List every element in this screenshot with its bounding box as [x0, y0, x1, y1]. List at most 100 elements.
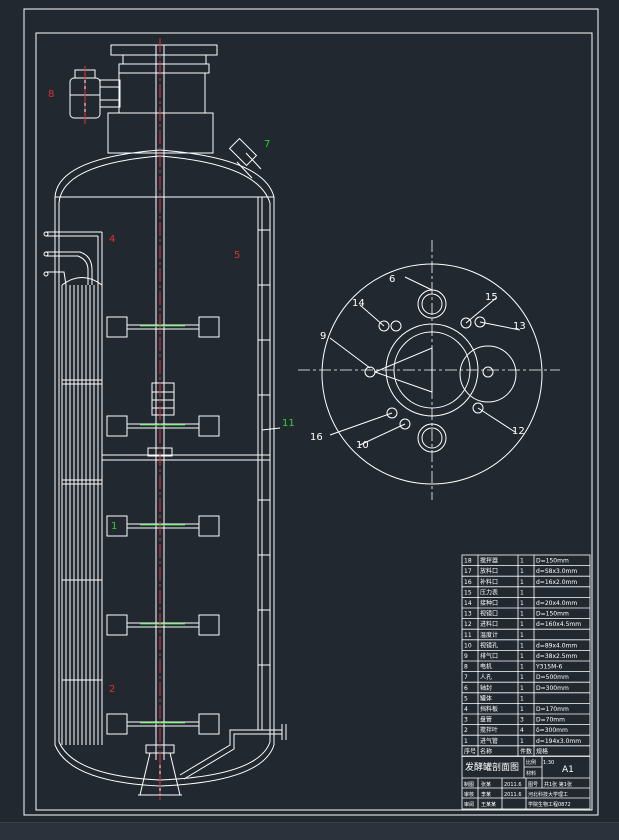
parts-table-cell-spec: δ=300mm: [536, 727, 568, 734]
gearbox-housing: [118, 72, 206, 114]
parts-table-cell-name: 进料口: [480, 620, 498, 628]
parts-table-header-qty: 件数: [520, 747, 532, 755]
parts-table-cell-name: 视镜孔: [480, 641, 498, 649]
svg-text:河北科技大学理工: 河北科技大学理工: [528, 791, 568, 798]
parts-table-cell-qty: 1: [520, 685, 524, 692]
parts-table-cell-name: 轴封: [480, 684, 492, 692]
parts-table-cell-spec: D=500mm: [536, 674, 569, 681]
label-manhole: 7: [264, 139, 270, 150]
parts-table-cell-name: 人孔: [480, 673, 492, 681]
parts-table-cell-no: 15: [464, 589, 472, 596]
parts-table-cell-qty: 1: [520, 611, 524, 618]
parts-table-cell-qty: 1: [520, 632, 524, 639]
parts-table-cell-qty: 1: [520, 558, 524, 565]
parts-table-cell-spec: Y315M-6: [535, 664, 562, 671]
parts-table-cell-name: 罐体: [480, 694, 492, 702]
parts-table-cell-qty: 1: [520, 653, 524, 660]
parts-table-cell-name: 压力表: [480, 588, 498, 596]
svg-text:图号: 图号: [528, 782, 538, 788]
svg-text:学院生物工程0872: 学院生物工程0872: [528, 801, 571, 808]
parts-table-cell-spec: d=S8x3.0mm: [536, 568, 577, 575]
parts-table-cell-no: 11: [464, 632, 472, 639]
svg-text:共1张 第1张: 共1张 第1张: [544, 781, 572, 788]
plan-label-6: 6: [389, 274, 395, 285]
sheet-size: A1: [562, 765, 574, 775]
parts-table-cell-spec: D=70mm: [536, 717, 565, 724]
parts-table-cell-qty: 1: [520, 589, 524, 596]
status-bar: [0, 822, 619, 840]
parts-table-cell-name: 接种口: [480, 599, 498, 607]
parts-table-cell-qty: 1: [520, 642, 524, 649]
manhole-nozzle: [228, 137, 262, 179]
parts-table-cell-qty: 1: [520, 621, 524, 628]
parts-table-cell-qty: 1: [520, 579, 524, 586]
svg-text:审核: 审核: [464, 791, 474, 798]
parts-table-cell-name: 排气口: [480, 652, 498, 660]
svg-text:2011.6: 2011.6: [504, 792, 522, 798]
parts-table-cell-spec: d=89x4.0mm: [536, 642, 577, 649]
svg-text:审阅: 审阅: [464, 801, 474, 808]
parts-table-cell-no: 12: [464, 621, 472, 628]
parts-table-cell-qty: 1: [520, 664, 524, 671]
parts-table-cell-no: 10: [464, 642, 472, 649]
impeller-2: [106, 415, 220, 437]
air-inlet-pipe: [179, 724, 287, 780]
parts-table-cell-name: 放料口: [480, 567, 498, 575]
svg-text:材料: 材料: [526, 770, 536, 777]
parts-table-cell-no: 5: [464, 695, 468, 702]
parts-table-cell-qty: 1: [520, 674, 524, 681]
svg-text:王某某: 王某某: [481, 802, 496, 808]
parts-table-cell-no: 6: [464, 685, 468, 692]
parts-table-cell-qty: 1: [520, 695, 524, 702]
parts-table-header-spec: 规格: [536, 747, 548, 755]
parts-table-cell-no: 14: [464, 600, 472, 607]
inner-drawing-frame: [35, 32, 593, 811]
parts-table-cell-no: 8: [464, 664, 468, 671]
parts-table-cell-name: 进气管: [480, 737, 498, 745]
plan-label-15: 15: [485, 292, 498, 303]
parts-table-cell-spec: d=160x4.5mm: [536, 621, 581, 628]
parts-table-cell-name: 电机: [480, 663, 492, 671]
parts-table-header-no: 序号: [464, 747, 476, 755]
title-block: [461, 755, 591, 810]
side-tube: [257, 197, 281, 730]
parts-table: [461, 554, 591, 757]
label-motor: 8: [48, 89, 54, 100]
fermenter-drawing: 8 4 5 2 7 11 1 6 14 15 9 13 16 10 12 18搅…: [23, 8, 599, 816]
parts-table-cell-qty: 1: [520, 568, 524, 575]
inlet-pipes: [43, 231, 103, 286]
parts-table-cell-name: 视镜口: [480, 610, 498, 618]
parts-table-cell-name: 补料口: [480, 578, 498, 586]
label-inlet-pipes: 4: [109, 234, 115, 245]
parts-table-cell-no: 1: [464, 738, 468, 745]
scale-value: 1:30: [543, 760, 554, 766]
parts-table-cell-spec: d=194x3.0mm: [536, 738, 581, 745]
label-thermometer: 11: [282, 418, 295, 429]
plan-label-13: 13: [513, 321, 526, 332]
parts-table-cell-name: 盘管: [480, 716, 492, 724]
outer-sheet-border: [23, 8, 599, 816]
parts-table-cell-no: 16: [464, 579, 472, 586]
parts-table-cell-name: 挡料板: [480, 705, 498, 713]
parts-table-cell-no: 4: [464, 706, 468, 713]
parts-table-cell-name: 搅拌器: [480, 557, 498, 565]
svg-text:张某: 张某: [481, 781, 491, 788]
parts-table-cell-qty: 1: [520, 738, 524, 745]
svg-text:比例: 比例: [526, 759, 536, 766]
drawing-title: 发酵罐剖面图: [465, 761, 519, 773]
parts-table-cell-no: 3: [464, 717, 468, 724]
parts-table-cell-spec: D=150mm: [536, 558, 569, 565]
plan-label-9: 9: [320, 331, 326, 342]
label-tank-body: 5: [234, 250, 240, 261]
plan-label-12: 12: [512, 426, 525, 437]
parts-table-cell-spec: d=16x2.0mm: [536, 579, 577, 586]
parts-table-cell-name: 温度计: [480, 631, 498, 639]
parts-table-cell-spec: d=38x2.5mm: [536, 653, 577, 660]
parts-table-cell-spec: D=300mm: [536, 685, 569, 692]
parts-table-cell-no: 7: [464, 674, 468, 681]
cooling-coil-bundle: [61, 277, 103, 745]
label-air-inlet: 1: [111, 521, 117, 532]
parts-table-cell-qty: 1: [520, 600, 524, 607]
svg-text:2011.6: 2011.6: [504, 782, 522, 788]
